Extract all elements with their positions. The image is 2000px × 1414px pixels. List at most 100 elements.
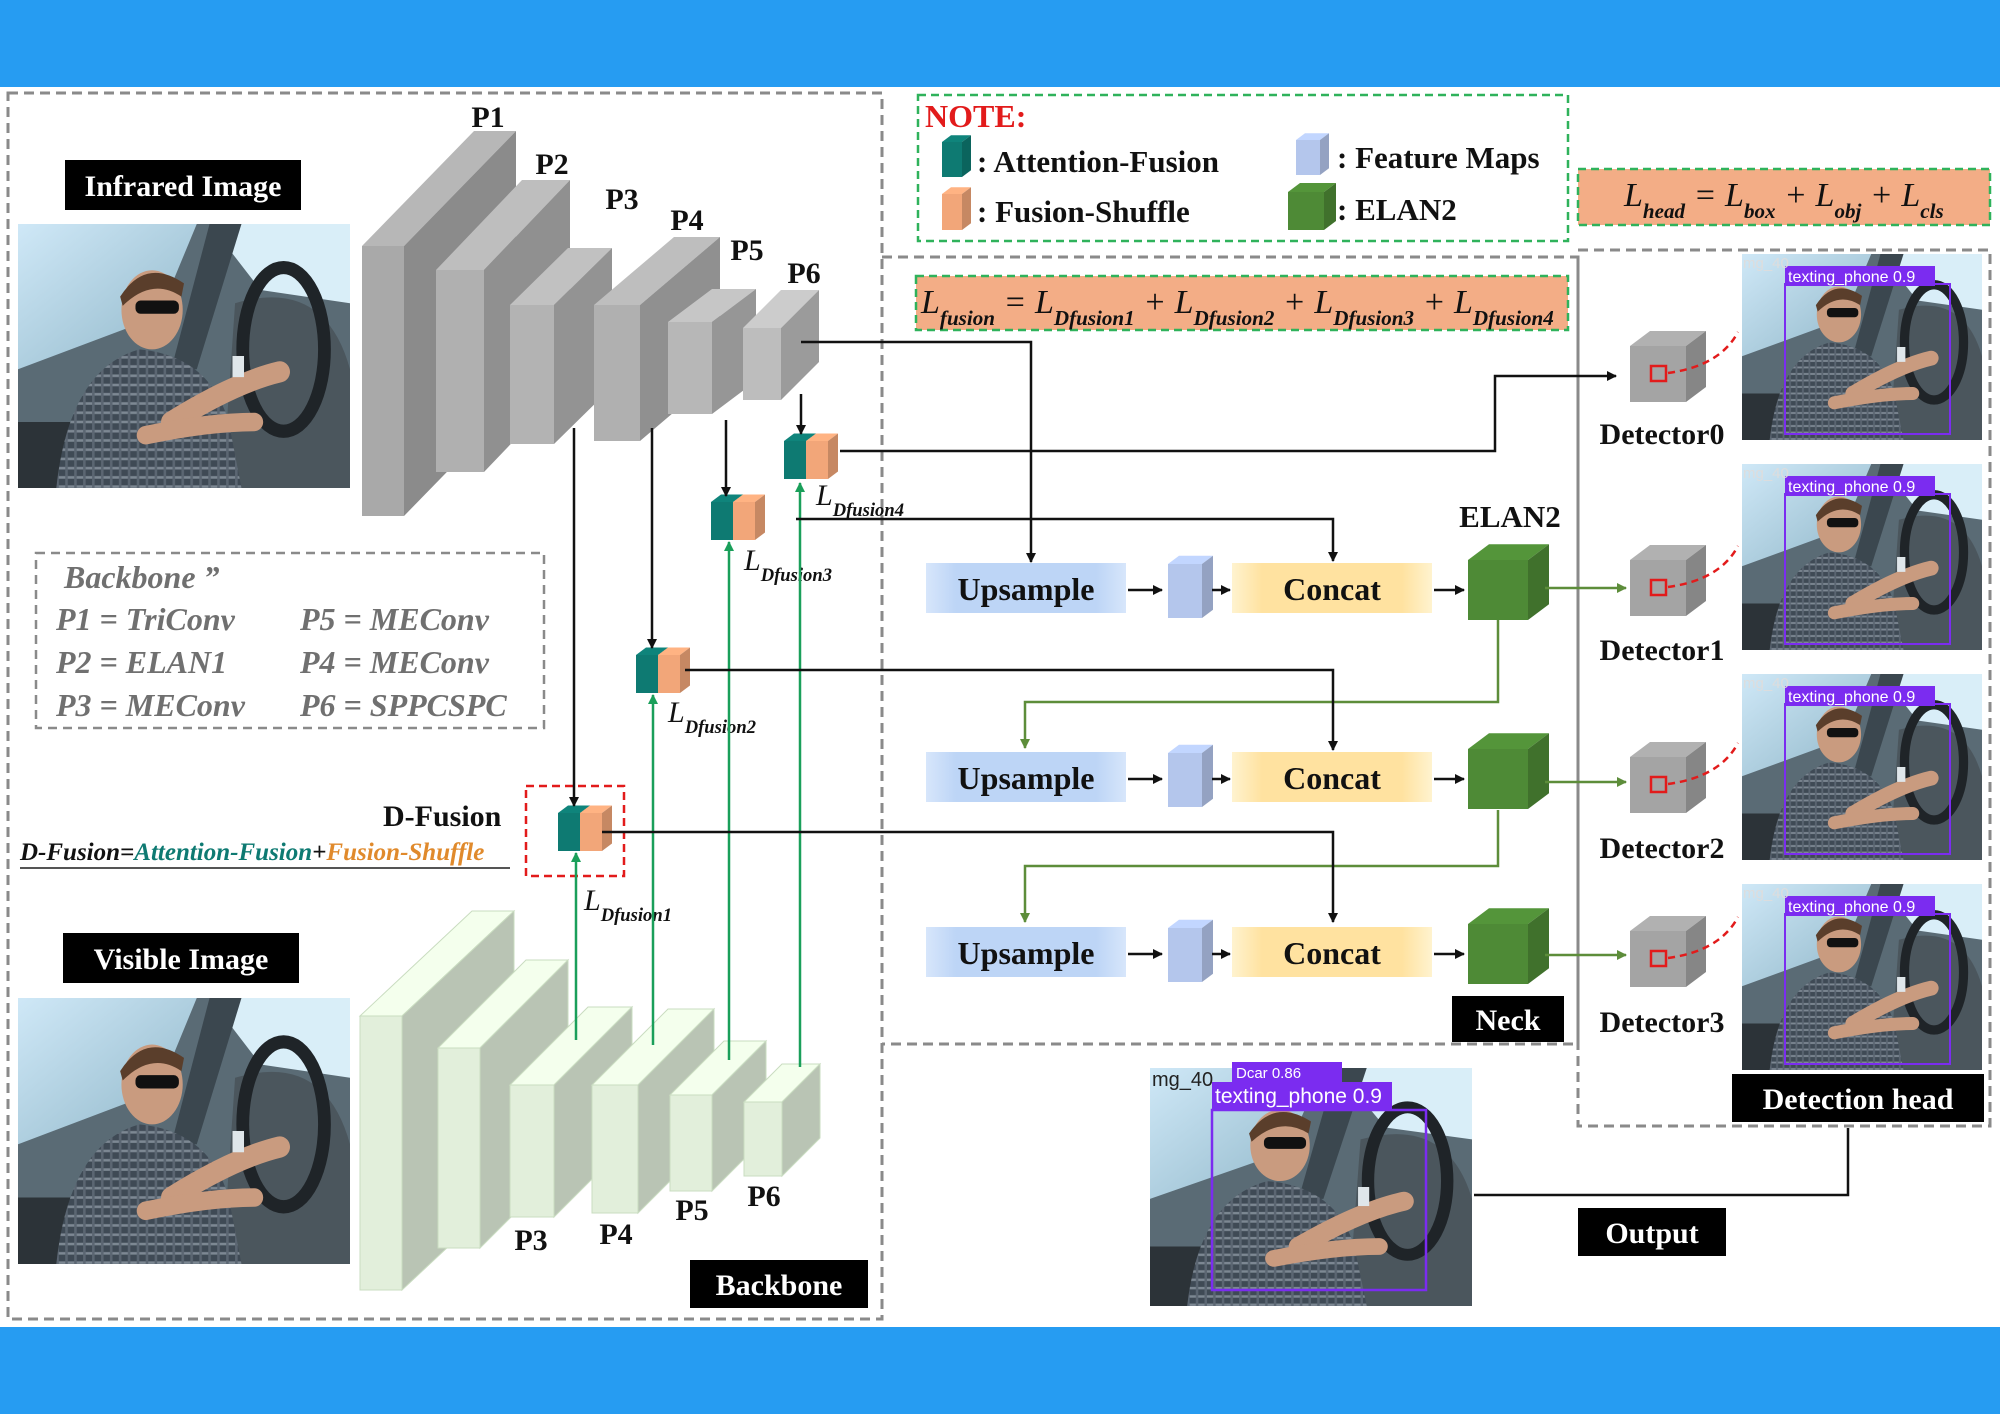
slab-front: [436, 270, 484, 472]
slab-front: [1168, 564, 1202, 618]
head-loss-box: [1576, 167, 1992, 227]
slab-top: [1468, 544, 1549, 560]
infrared-image-label-text: Infrared Image: [85, 170, 282, 203]
upsample-block: [926, 927, 1126, 977]
detector-cube: [1630, 545, 1706, 616]
visible-image-label: Visible Image: [63, 933, 299, 983]
slab-front: [942, 194, 962, 230]
detector-label: Detector3: [1600, 1006, 1725, 1039]
file-label: mg_40: [1743, 465, 1789, 482]
backbone-definition-entry: P3 = MEConv: [55, 687, 246, 723]
detection-tag-bg: [1785, 476, 1935, 496]
stage-label-bottom: P4: [599, 1218, 632, 1251]
upsample-block: [926, 752, 1126, 802]
attention-fusion-icon: [942, 135, 971, 177]
fusion2-to-concat-arrow: [685, 668, 1338, 751]
slab-top: [1630, 545, 1706, 560]
upsample-label: Upsample: [958, 571, 1095, 607]
detection-result-2: texting_phone 0.9mg_40: [1742, 674, 1982, 860]
slab-front: [733, 502, 755, 540]
detection-tag: texting_phone 0.9: [1788, 689, 1915, 706]
neck-region: [882, 255, 1580, 1046]
concat-block: [1232, 563, 1432, 613]
slab-side: [781, 290, 819, 400]
feature-map-icon: [1168, 555, 1213, 618]
detector-3: Detector3: [1600, 916, 1740, 1039]
head-loss-equation: Lhead = Lbox + Lobj + Lcls: [1623, 177, 1944, 223]
fusion-shuffle-icon: [733, 494, 765, 540]
output-tag2-bg: [1232, 1062, 1342, 1082]
backbone-definition-entry: P1 = TriConv: [55, 601, 236, 637]
slab-front: [669, 1094, 713, 1192]
d-fusion-equation: D-Fusion=Attention-Fusion+Fusion-Shuffle: [19, 839, 484, 866]
detection-head-label: Detection head: [1732, 1074, 1984, 1122]
fusion-shuffle-icon: [806, 433, 838, 479]
concat-block: [1232, 752, 1432, 802]
detector-1: Detector1: [1600, 545, 1740, 667]
slab-front: [362, 246, 404, 516]
elan2-to-upsample-arrow: [1020, 620, 1500, 749]
slab-front: [743, 1101, 783, 1177]
detector-link: [1667, 742, 1740, 786]
detector-2: Detector2: [1600, 742, 1740, 865]
slab-top: [1468, 733, 1549, 749]
dfusion-loss-label: LDfusion2: [667, 696, 756, 738]
detection-tag: texting_phone 0.9: [1788, 479, 1915, 496]
fusion1-to-concat-arrow: [602, 830, 1338, 923]
slab-front: [594, 305, 640, 441]
slab-top: [1288, 183, 1336, 192]
visible-image: [18, 998, 350, 1264]
slab-top: [580, 805, 612, 813]
elan2-block: [1468, 544, 1549, 620]
detector-anchor-icon: [1649, 949, 1668, 968]
fusion-shuffle-icon: [942, 187, 971, 230]
slab-front: [1630, 931, 1686, 987]
slab-front: [711, 502, 733, 540]
slab-top: [942, 135, 971, 142]
detection-tag: texting_phone 0.9: [1788, 899, 1915, 916]
slab-front: [1288, 192, 1324, 230]
concat-label: Concat: [1283, 571, 1381, 607]
output-label: Output: [1578, 1208, 1726, 1256]
bottom-band: [0, 1327, 2000, 1414]
slab-top: [594, 237, 720, 305]
stage-label-top: P4: [670, 204, 703, 237]
fusion-shuffle-icon: [580, 805, 612, 851]
slab-top: [942, 187, 971, 194]
stage-label-top: P6: [787, 257, 820, 290]
file-label: mg_40: [1743, 255, 1789, 272]
infrared-image: [18, 224, 350, 488]
stage-label-top: P1: [471, 101, 504, 134]
slab-side: [1324, 183, 1336, 230]
slab-side: [1202, 555, 1213, 618]
detection-result-1: texting_phone 0.9mg_40: [1742, 464, 1982, 650]
upsample-label: Upsample: [958, 935, 1095, 971]
stage-label-bottom: P6: [747, 1180, 780, 1213]
slab-side: [1528, 908, 1549, 984]
visible-backbone-stage-5: [668, 1039, 768, 1193]
stage-label-top: P5: [730, 234, 763, 267]
stage-label-top: P3: [605, 183, 638, 216]
backbone-definition-entry: P5 = MEConv: [299, 601, 490, 637]
visible-image-label-text: Visible Image: [94, 943, 269, 976]
detection-result-0: texting_phone 0.9mg_40: [1742, 254, 1982, 440]
detector-link: [1667, 916, 1740, 960]
detection-result-3: texting_phone 0.9mg_40: [1742, 884, 1982, 1070]
slab-top: [733, 494, 765, 502]
slab-top: [743, 290, 819, 328]
detector-cube: [1630, 916, 1706, 987]
file-label: mg_40: [1743, 885, 1789, 902]
fusion3-to-concat-arrow: [796, 517, 1338, 562]
slab-front: [591, 1084, 639, 1214]
detector-link: [1667, 545, 1740, 589]
slab-front: [1630, 346, 1686, 402]
dfusion-loss-label: LDfusion4: [815, 479, 904, 521]
backbone-label: Backbone: [690, 1260, 868, 1308]
slab-side: [1528, 733, 1549, 809]
slab-top: [1168, 919, 1213, 928]
slab-side: [755, 494, 765, 540]
